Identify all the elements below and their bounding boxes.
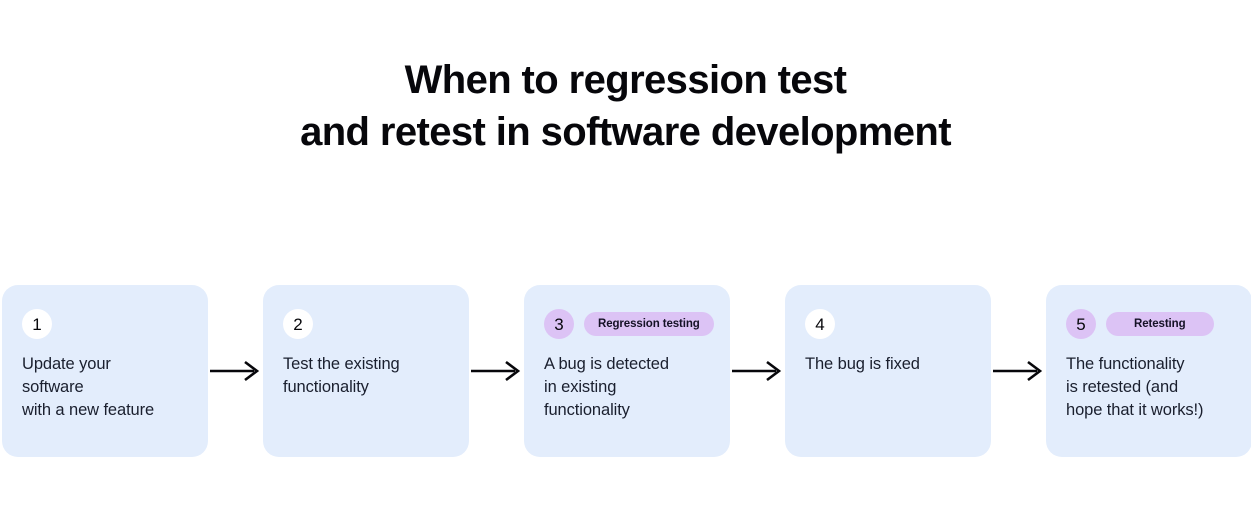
step-card-5-line-2: is retested (and (1066, 378, 1179, 396)
step-card-2-line-1: Test the existing (283, 355, 400, 373)
step-card-2-line-2: functionality (283, 378, 369, 396)
step-card-5-line-3: hope that it works!) (1066, 401, 1204, 419)
page-title: When to regression test and retest in so… (0, 54, 1251, 158)
arrow-right-icon (209, 360, 262, 382)
step-number-badge-1: 1 (22, 309, 52, 339)
step-card-4-header: 4 (805, 309, 971, 339)
step-card-3: 3 Regression testing A bug is detected i… (524, 285, 730, 457)
step-card-1-line-3: with a new feature (22, 401, 155, 419)
flow-connector-3-to-4 (730, 285, 785, 457)
step-card-4: 4 The bug is fixed (785, 285, 991, 457)
step-tag-pill-3: Regression testing (584, 312, 714, 336)
step-card-2-body: Test the existing functionality (283, 353, 449, 399)
process-flow-diagram: 1 Update your software with a new featur… (2, 285, 1251, 457)
step-card-1-header: 1 (22, 309, 188, 339)
step-card-3-line-3: functionality (544, 401, 630, 419)
step-number-badge-4: 4 (805, 309, 835, 339)
arrow-right-icon (992, 360, 1045, 382)
step-card-1: 1 Update your software with a new featur… (2, 285, 208, 457)
arrow-right-icon (470, 360, 523, 382)
step-number-badge-2: 2 (283, 309, 313, 339)
step-card-1-line-1: Update your (22, 355, 111, 373)
flow-connector-2-to-3 (469, 285, 524, 457)
step-card-2: 2 Test the existing functionality (263, 285, 469, 457)
arrow-right-icon (731, 360, 784, 382)
step-card-2-header: 2 (283, 309, 449, 339)
step-number-badge-3: 3 (544, 309, 574, 339)
step-card-1-line-2: software (22, 378, 84, 396)
step-tag-pill-5: Retesting (1106, 312, 1214, 336)
step-card-5-line-1: The functionality (1066, 355, 1185, 373)
page-title-line-1: When to regression test (404, 58, 847, 102)
step-card-3-body: A bug is detected in existing functional… (544, 353, 710, 422)
step-card-4-line-1: The bug is fixed (805, 355, 920, 373)
step-card-1-body: Update your software with a new feature (22, 353, 188, 422)
flow-connector-1-to-2 (208, 285, 263, 457)
step-number-badge-5: 5 (1066, 309, 1096, 339)
step-card-3-line-2: in existing (544, 378, 617, 396)
step-card-5-header: 5 Retesting (1066, 309, 1232, 339)
flow-connector-4-to-5 (991, 285, 1046, 457)
step-card-3-header: 3 Regression testing (544, 309, 714, 339)
step-card-4-body: The bug is fixed (805, 353, 971, 376)
step-card-5-body: The functionality is retested (and hope … (1066, 353, 1232, 422)
page-title-line-2: and retest in software development (300, 110, 951, 154)
step-card-3-line-1: A bug is detected (544, 355, 669, 373)
step-card-5: 5 Retesting The functionality is reteste… (1046, 285, 1251, 457)
